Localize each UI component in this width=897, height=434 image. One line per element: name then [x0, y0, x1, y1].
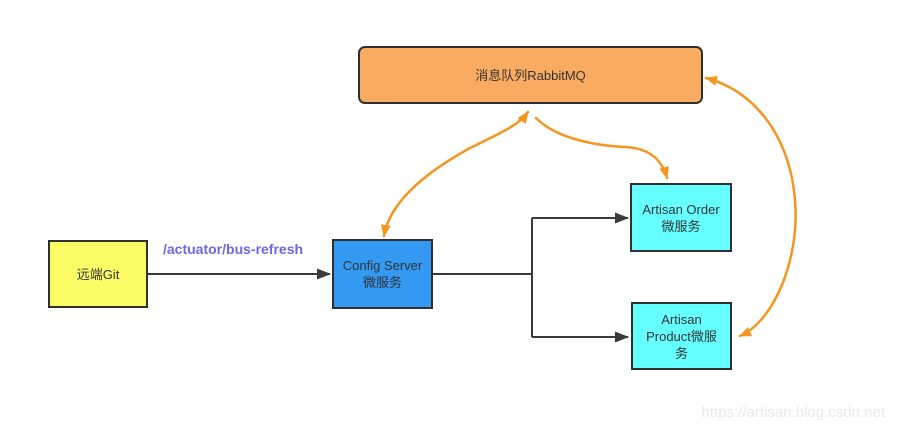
- node-rabbitmq-label: 消息队列RabbitMQ: [475, 67, 586, 83]
- node-artisan-product: Artisan Product微服务: [631, 302, 732, 370]
- node-artisan-order: Artisan Order微服务: [630, 183, 732, 252]
- config-rabbitmq-curve-arrow: [380, 110, 530, 238]
- node-rabbitmq: 消息队列RabbitMQ: [358, 46, 703, 104]
- node-remote-git: 远端Git: [48, 240, 148, 308]
- bus-refresh-edge-label: /actuator/bus-refresh: [163, 241, 304, 257]
- node-config-server: Config Server微服务: [332, 239, 433, 309]
- rabbitmq-to-order-curve-arrow: [534, 116, 669, 180]
- node-artisan-product-label: Artisan Product微服务: [646, 311, 717, 361]
- node-remote-git-label: 远端Git: [76, 266, 120, 282]
- rabbitmq-product-curve-arrow: [704, 76, 797, 338]
- watermark-text: https://artisan.blog.csdn.net: [701, 404, 885, 421]
- node-config-server-label: Config Server微服务: [342, 258, 423, 290]
- node-artisan-order-label: Artisan Order微服务: [642, 201, 720, 234]
- config-fork-spine: [433, 218, 533, 337]
